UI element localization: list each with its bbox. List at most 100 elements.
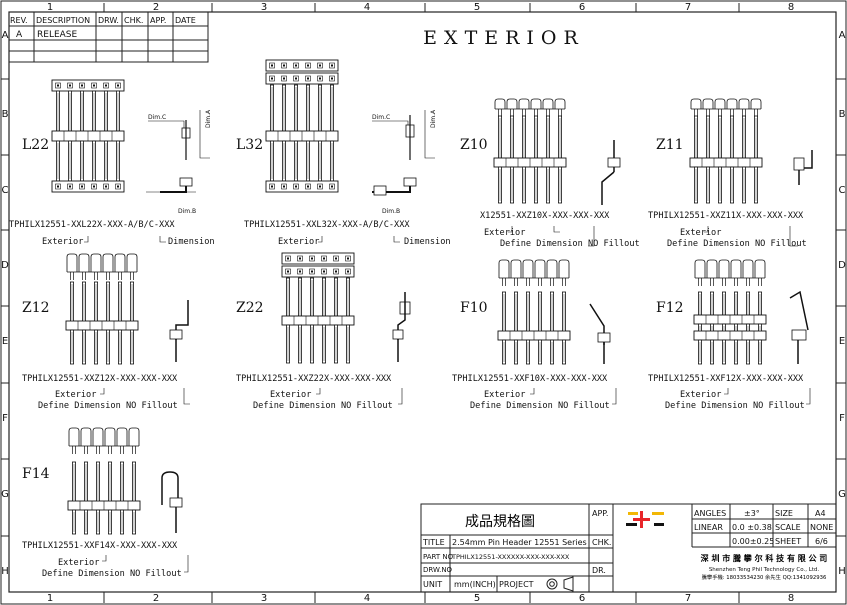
zone-row-right-B: B — [839, 109, 846, 120]
part-code-Z10: X12551-XXZ10X-XXX-XXX-XXX — [480, 211, 610, 221]
l22-top-body — [51, 79, 125, 92]
variant-id-Z12: Z12 — [22, 300, 50, 316]
z22-upper-pins — [285, 277, 350, 319]
part-code-Z22: TPHILX12551-XXZ22X-XXX-XXX-XXX — [236, 374, 392, 384]
company-contact: 騰攀手機: 18033534230 余先生 QQ:1341092936 — [702, 573, 827, 581]
title-block: 成品規格圖 APP. TITLE 2.54mm Pin Header 12551… — [420, 503, 837, 593]
zone-col-top-1: 1 — [47, 2, 53, 13]
unit-label: UNIT — [423, 580, 442, 589]
zone-col-top-6: 6 — [579, 2, 585, 13]
drw-header: DRW. — [98, 16, 119, 25]
variant-Z12: Z12TPHILX12551-XXZ12X-XXX-XXX-XXXExterio… — [22, 253, 190, 411]
dimension-callouts: Dim.C Dim.A Dim.B Dim.C Dim.A Dim.B — [148, 109, 437, 215]
chk-label: CHK. — [592, 538, 611, 547]
doc-title: 成品規格圖 — [465, 514, 535, 530]
note-dimension-Z10: Define Dimension NO Fillout — [500, 239, 640, 249]
variant-id-Z22: Z22 — [236, 300, 264, 316]
chk-header: CHK. — [124, 16, 143, 25]
l32-mid-body — [265, 130, 339, 142]
note-exterior-L32: Exterior — [278, 237, 319, 247]
part-code-F10: TPHILX12551-XXF10X-XXX-XXX-XXX — [452, 374, 608, 384]
part-label: PART NO — [423, 553, 454, 561]
description-header: DESCRIPTION — [36, 16, 90, 25]
zone-row-left-H: H — [1, 566, 9, 577]
revision-table: REV. DESCRIPTION DRW. CHK. APP. DATE A R… — [8, 11, 209, 63]
scale-label: SCALE — [775, 523, 801, 532]
zone-col-bottom-6: 6 — [579, 593, 585, 604]
f14-upper-pins — [72, 461, 136, 503]
z22-lower-pins — [285, 324, 350, 364]
note-exterior-Z12: Exterior — [55, 390, 96, 400]
zone-col-bottom-2: 2 — [153, 593, 159, 604]
l22-bottom-body — [51, 180, 125, 193]
rev-header: REV. — [10, 16, 28, 25]
f12-side-view — [789, 290, 809, 364]
l32-top-body — [265, 59, 339, 72]
zone-row-left-F: F — [2, 413, 8, 424]
variant-id-F14: F14 — [22, 466, 50, 482]
note-dimension-Z12: Define Dimension NO Fillout — [38, 401, 178, 411]
variant-Z10: Z10X12551-XXZ10X-XXX-XXX-XXXExteriorDefi… — [460, 98, 640, 249]
note-exterior-F12: Exterior — [680, 390, 721, 400]
f12-lower-pins — [698, 339, 763, 365]
l32-lower-pins — [269, 140, 334, 182]
scale-value: NONE — [810, 523, 833, 532]
z12-mid-body — [65, 320, 139, 331]
zone-row-right-E: E — [839, 336, 845, 347]
z10-upper-pins — [497, 115, 563, 163]
note-exterior-Z22: Exterior — [270, 390, 311, 400]
variant-id-F10: F10 — [460, 300, 488, 316]
zone-col-top-5: 5 — [474, 2, 480, 13]
zone-row-left-G: G — [1, 489, 9, 500]
z22-top-body — [281, 252, 355, 265]
zone-row-left-E: E — [2, 336, 8, 347]
variant-id-Z11: Z11 — [656, 137, 684, 153]
zone-col-bottom-8: 8 — [788, 593, 794, 604]
variant-id-L22: L22 — [22, 137, 49, 153]
part-code-F14: TPHILX12551-XXF14X-XXX-XXX-XXX — [22, 541, 178, 551]
z22-top-body-2 — [281, 265, 355, 278]
zone-row-right-C: C — [839, 185, 846, 196]
part-code-L22: TPHILX12551-XXL22X-XXX-A/B/C-XXX — [9, 220, 175, 230]
zone-col-top-8: 8 — [788, 2, 794, 13]
rev-value: A — [16, 30, 23, 40]
f10-mid-body — [497, 330, 571, 341]
f10-lower-pins — [501, 339, 567, 365]
z11-upper-pins — [694, 115, 759, 163]
part-code-L32: TPHILX12551-XXL32X-XXX-A/B/C-XXX — [244, 220, 410, 230]
app-header: APP. — [150, 16, 166, 25]
l32-dim-b: Dim.B — [382, 208, 400, 215]
zone-col-top-3: 3 — [261, 2, 267, 13]
variant-id-Z10: Z10 — [460, 137, 488, 153]
angles-label: ANGLES — [694, 509, 726, 518]
f10-top-body — [498, 259, 570, 286]
zone-col-top-7: 7 — [685, 2, 691, 13]
l32-top-body-2 — [265, 72, 339, 85]
zone-col-bottom-1: 1 — [47, 593, 53, 604]
note-dimension-L32: Dimension — [404, 237, 451, 247]
zone-row-right-H: H — [838, 566, 846, 577]
sheet-value: 6/6 — [815, 537, 828, 546]
zone-col-bottom-3: 3 — [261, 593, 267, 604]
l22-upper-pins — [56, 90, 121, 134]
title-value: 2.54mm Pin Header 12551 Series — [452, 538, 587, 547]
l32-upper-pins — [269, 84, 334, 134]
date-header: DATE — [175, 16, 196, 25]
zone-row-left-D: D — [1, 260, 9, 271]
company-logo — [626, 511, 664, 528]
z22-side-view — [392, 292, 411, 362]
description-value: RELEASE — [37, 30, 78, 40]
note-exterior-F14: Exterior — [58, 558, 99, 568]
note-dimension-F14: Define Dimension NO Fillout — [42, 569, 182, 579]
size-value: A4 — [815, 509, 826, 518]
z12-side-view — [169, 300, 189, 362]
variant-id-F12: F12 — [656, 300, 684, 316]
l32-dim-a: Dim.A — [430, 109, 437, 128]
variant-id-L32: L32 — [236, 137, 263, 153]
z11-top-body — [690, 98, 762, 117]
